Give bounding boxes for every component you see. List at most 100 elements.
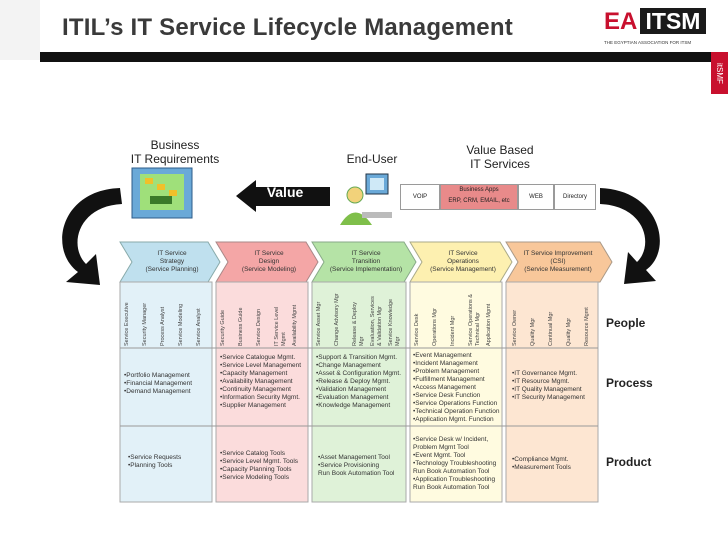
people-role: Service Design xyxy=(256,309,262,346)
people-role: Change Advisory Mgr xyxy=(334,293,340,346)
people-role: Quality Mgr xyxy=(530,317,536,346)
product-item: Problem Mgmt Tool xyxy=(413,444,469,451)
people-role: Operations Mgr xyxy=(432,308,438,346)
product-item: •Service Level Mgmt. Tools xyxy=(220,458,299,465)
stage-column-design xyxy=(215,281,309,503)
process-item: •Knowledge Management xyxy=(316,402,391,409)
process-item: •IT Quality Management xyxy=(512,386,582,393)
service-web: WEB xyxy=(518,184,554,210)
product-item: •Service Desk w/ Incident, xyxy=(413,436,489,443)
title-underline-bar xyxy=(40,52,728,62)
people-role: Security Guide xyxy=(220,309,226,346)
process-item: •Service Catalogue Mgmt. xyxy=(220,354,296,361)
process-item: •Service Operations Function xyxy=(413,400,498,407)
stage-title-operations: IT Service Operations (Service Managemen… xyxy=(430,250,496,273)
process-item: •Information Security Mgmt. xyxy=(220,394,300,401)
stage-title-improvement: IT Service Improvement (CSI) (Service Me… xyxy=(523,250,593,273)
stage-column-operations xyxy=(409,281,503,503)
product-item: Run Book Automation Tool xyxy=(318,470,395,477)
process-item: •Service Desk Function xyxy=(413,392,481,399)
process-item: •Financial Management xyxy=(124,380,193,387)
people-role: Service Analyst xyxy=(196,308,202,346)
product-item: •Technology Troubleshooting xyxy=(413,460,497,467)
itsmf-side-tag: itSMF xyxy=(711,52,728,94)
process-item: •Capacity Management xyxy=(220,370,288,377)
product-design: •Service Catalog Tools •Service Level Mg… xyxy=(220,450,306,482)
people-role: Service Executive xyxy=(124,302,130,346)
process-improvement: •IT Governance Mgmt. •IT Resource Mgmt. … xyxy=(512,370,598,402)
product-transition: •Asset Management Tool •Service Provisio… xyxy=(318,454,404,478)
people-role: Service Knowledge Mgr xyxy=(388,298,401,346)
left-strip xyxy=(0,0,40,60)
product-item: •Application Troubleshooting xyxy=(413,476,496,483)
people-role: IT Service Level Mgmt xyxy=(274,306,287,346)
service-directory: Directory xyxy=(554,184,596,210)
end-user-label: End-User xyxy=(346,152,398,166)
people-role: Application Mgmt xyxy=(486,303,492,346)
stage-title-design: IT Service Design (Service Modeling) xyxy=(241,250,297,273)
process-item: •Event Management xyxy=(413,352,472,359)
process-item: •Demand Management xyxy=(124,388,191,395)
process-item: •Application Mgmt. Function xyxy=(413,416,494,423)
people-role: Service Asset Mgr xyxy=(316,301,322,346)
process-item: •Change Management xyxy=(316,362,381,369)
service-voip: VOIP xyxy=(400,184,440,210)
right-cycle-arrow xyxy=(600,188,660,284)
people-role: Security Manager xyxy=(142,302,148,346)
row-label-product: Product xyxy=(606,455,652,469)
process-item: •Fulfillment Management xyxy=(413,376,485,383)
business-computer-icon xyxy=(131,167,193,219)
logo-itsm: ITSM xyxy=(640,8,706,34)
process-design: •Service Catalogue Mgmt. •Service Level … xyxy=(220,354,306,410)
process-item: •IT Security Management xyxy=(512,394,585,401)
process-item: •Release & Deploy Mgmt. xyxy=(316,378,391,385)
people-role: Service Modeling xyxy=(178,303,184,346)
process-item: •Evaluation Management xyxy=(316,394,389,401)
product-item: •Asset Management Tool xyxy=(318,454,390,461)
row-label-people: People xyxy=(606,316,646,330)
people-role: Business Guide xyxy=(238,307,244,346)
process-item: •Asset & Configuration Mgmt. xyxy=(316,370,402,377)
stage-title-strategy: IT Service Strategy (Service Planning) xyxy=(145,250,199,273)
process-item: •Problem Management xyxy=(413,368,480,375)
product-item: Run Book Automation Tool xyxy=(413,484,490,491)
product-item: •Event Mgmt. Tool xyxy=(413,452,466,459)
process-item: •Validation Management xyxy=(316,386,387,393)
process-item: •Technical Operation Function xyxy=(413,408,500,415)
process-operations: •Event Management •Incident Management •… xyxy=(413,352,501,424)
process-item: •Support & Transition Mgmt. xyxy=(316,354,398,361)
product-item: Run Book Automation Tool xyxy=(413,468,490,475)
slide-title: ITIL’s IT Service Lifecycle Management xyxy=(62,14,513,41)
people-role: Availability Mgmt xyxy=(292,304,298,346)
eaitsm-logo: EA ITSM THE EGYPTIAN ASSOCIATION FOR ITS… xyxy=(604,6,714,52)
stage-column-improvement xyxy=(505,281,599,503)
end-user-icon xyxy=(340,173,392,225)
process-strategy: •Portfolio Management •Financial Managem… xyxy=(124,372,208,396)
left-cycle-arrow xyxy=(62,188,122,285)
stage-chevron-improvement xyxy=(505,241,613,283)
product-item: •Service Catalog Tools xyxy=(220,450,286,457)
people-role: Process Analyst xyxy=(160,306,166,346)
value-label: Value xyxy=(266,184,304,200)
logo-ea: EA xyxy=(604,8,638,35)
business-requirements-label: Business IT Requirements xyxy=(130,138,220,166)
people-role: Evaluation, Services & Validation Mgr xyxy=(370,296,383,346)
product-improvement: •Compliance Mgmt. •Measurement Tools xyxy=(512,456,596,472)
product-item: •Planning Tools xyxy=(128,462,173,469)
people-role: Service Owner xyxy=(512,309,518,346)
product-operations: •Service Desk w/ Incident, Problem Mgmt … xyxy=(413,436,501,492)
people-role: Service Desk xyxy=(414,313,420,346)
process-item: •Service Level Management xyxy=(220,362,302,369)
people-role: Incident Mgr xyxy=(450,315,456,346)
product-item: •Measurement Tools xyxy=(512,464,571,471)
product-item: •Service Provisioning xyxy=(318,462,380,469)
people-role: Continual Mgr xyxy=(548,311,554,346)
process-item: •Supplier Management xyxy=(220,402,286,409)
stage-column-transition xyxy=(311,281,407,503)
process-item: •Incident Management xyxy=(413,360,478,367)
process-item: •Access Management xyxy=(413,384,476,391)
product-item: •Service Requests xyxy=(128,454,182,461)
stage-title-transition: IT Service Transition (Service Implement… xyxy=(329,250,403,273)
